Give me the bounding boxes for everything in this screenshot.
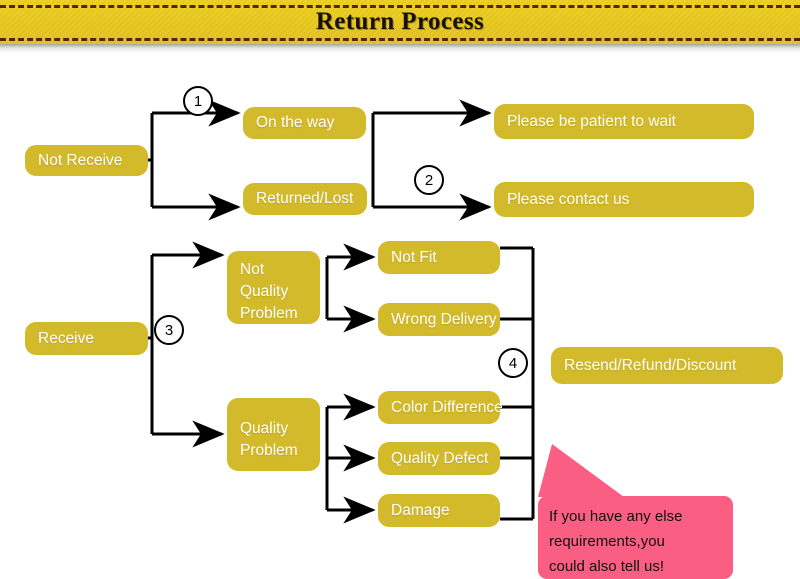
node-not-quality-problem-line2: Quality <box>240 283 289 300</box>
node-quality-problem-line2: Problem <box>240 442 298 459</box>
page-title: Return Process <box>315 8 485 35</box>
node-not-quality-problem-line1: Not <box>240 261 265 278</box>
node-quality-defect[interactable]: Quality Defect <box>378 442 500 475</box>
header-banner <box>0 0 800 44</box>
node-on-the-way-label: On the way <box>256 114 335 131</box>
node-not-fit[interactable]: Not Fit <box>378 241 500 274</box>
node-please-be-patient[interactable]: Please be patient to wait <box>494 104 754 139</box>
banner-drop-shadow <box>0 44 800 53</box>
step-marker-4-label: 4 <box>508 354 518 372</box>
callout-bubble: If you have any else requirements,you co… <box>538 496 733 579</box>
node-receive[interactable]: Receive <box>25 322 148 355</box>
node-wrong-delivery[interactable]: Wrong Delivery <box>378 303 500 336</box>
node-resend-refund-discount-label: Resend/Refund/Discount <box>564 356 737 374</box>
node-on-the-way[interactable]: On the way <box>243 107 366 139</box>
node-not-quality-problem[interactable]: Not Quality Problem <box>227 251 320 324</box>
callout-line-3: could also tell us! <box>549 558 665 575</box>
node-not-quality-problem-line3: Problem <box>240 305 298 322</box>
step-marker-3-label: 3 <box>164 321 174 339</box>
node-please-contact-us-label: Please contact us <box>507 190 630 208</box>
callout-tail <box>538 444 624 497</box>
step-marker-2: 2 <box>414 165 444 195</box>
node-not-fit-label: Not Fit <box>391 248 437 266</box>
node-not-receive[interactable]: Not Receive <box>25 145 148 176</box>
node-please-contact-us[interactable]: Please contact us <box>494 182 754 217</box>
callout-line-2: requirements,you <box>549 533 665 550</box>
flow-connectors <box>148 99 535 524</box>
node-damage-label: Damage <box>391 501 450 519</box>
node-wrong-delivery-label: Wrong Delivery <box>391 310 497 328</box>
step-marker-1: 1 <box>183 86 213 116</box>
return-process-flowchart: Not Receive On the way Returned/Lost Ple… <box>0 53 800 579</box>
node-color-difference[interactable]: Color Difference <box>378 391 503 424</box>
node-quality-problem[interactable]: Quality Problem <box>227 398 320 471</box>
step-marker-2-label: 2 <box>424 171 434 189</box>
step-marker-3: 3 <box>154 315 184 345</box>
node-not-receive-label: Not Receive <box>38 151 123 169</box>
step-marker-1-label: 1 <box>193 92 203 110</box>
node-quality-defect-label: Quality Defect <box>391 449 489 467</box>
callout-line-1: If you have any else <box>549 508 683 525</box>
node-damage[interactable]: Damage <box>378 494 500 527</box>
node-resend-refund-discount[interactable]: Resend/Refund/Discount <box>551 347 783 384</box>
node-receive-label: Receive <box>38 329 94 347</box>
node-returned-lost-label: Returned/Lost <box>256 190 354 207</box>
banner-dashed-line-bottom <box>0 38 800 41</box>
node-please-be-patient-label: Please be patient to wait <box>507 112 676 130</box>
step-marker-4: 4 <box>498 348 528 378</box>
node-returned-lost[interactable]: Returned/Lost <box>243 183 367 215</box>
node-color-difference-label: Color Difference <box>391 398 503 416</box>
node-quality-problem-line1: Quality <box>240 420 289 437</box>
banner-dashed-line-top <box>0 5 800 8</box>
